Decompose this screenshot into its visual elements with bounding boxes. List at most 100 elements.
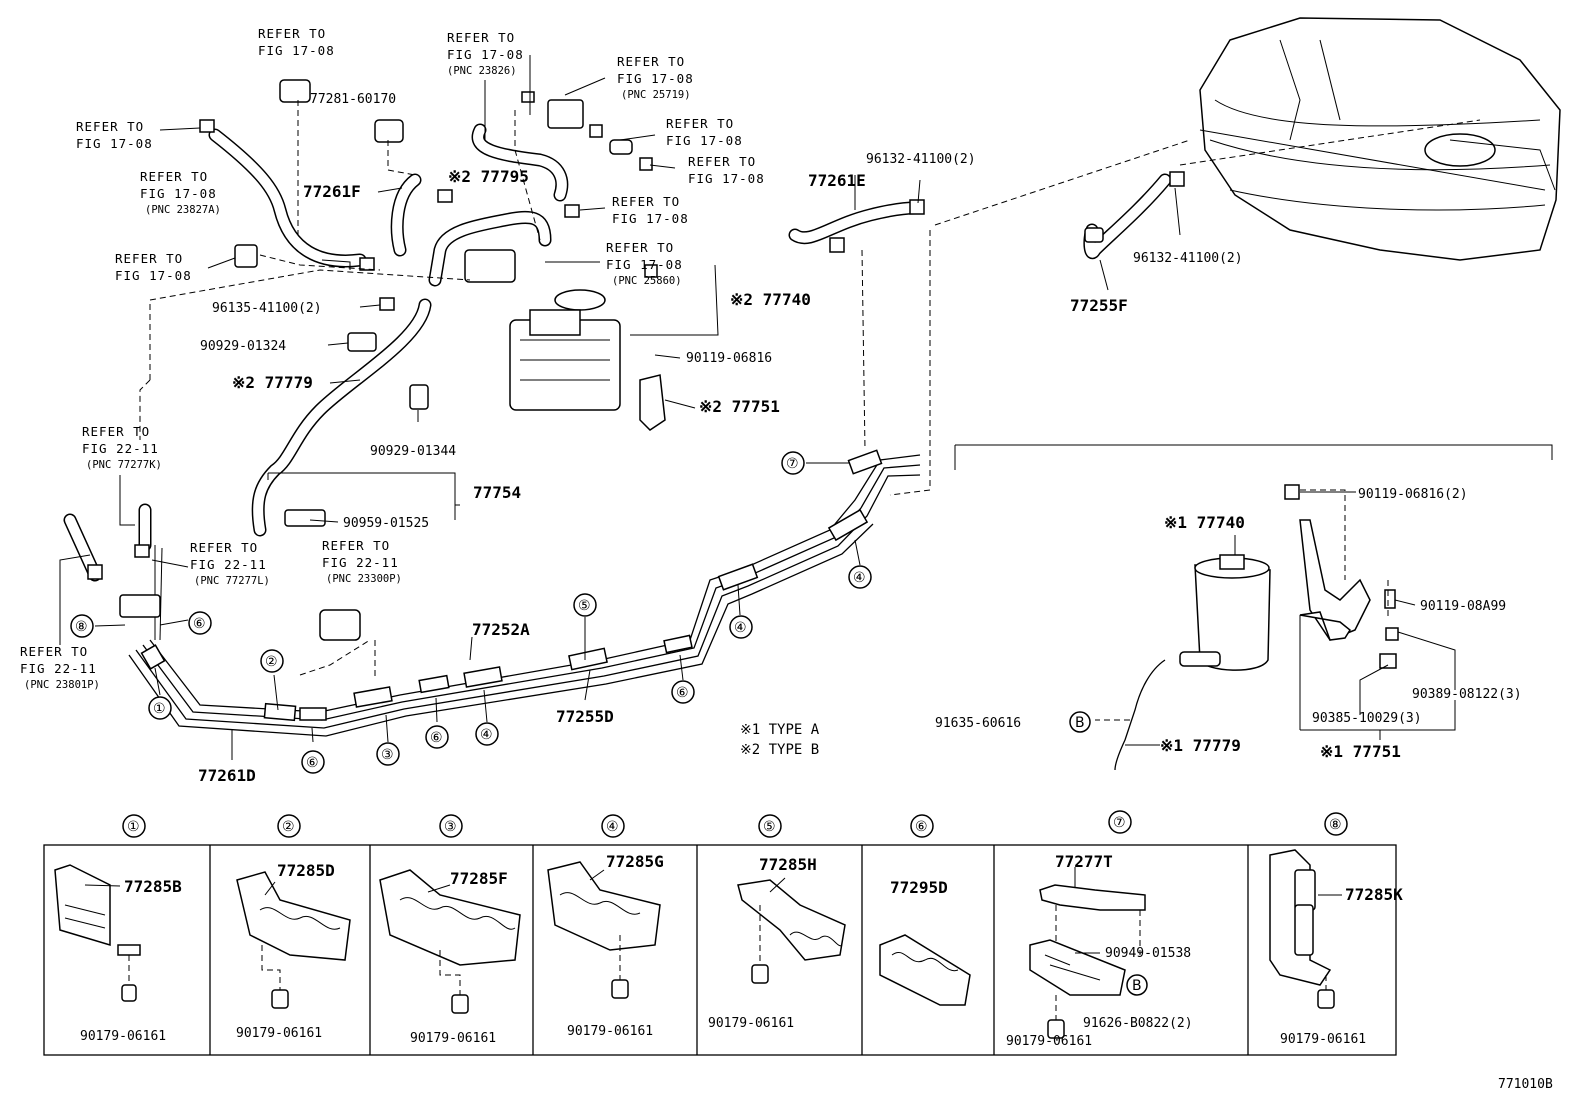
ref-label: (PNC 25860) <box>612 275 682 287</box>
ref-label: REFER TO <box>82 424 150 439</box>
part-number: 90119-06816(2) <box>1358 487 1468 502</box>
callout-8: ⑧ <box>75 619 88 635</box>
fuel-tank <box>1199 17 1561 261</box>
detail-part: 77277T <box>1055 852 1113 871</box>
detail-number: ⑧ <box>1329 817 1342 833</box>
ref-label: FIG 17-08 <box>612 211 689 226</box>
ref-label: REFER TO <box>20 644 88 659</box>
detail-number: ③ <box>444 819 457 835</box>
part-number: 77261E <box>808 171 866 190</box>
canister-type-b <box>509 289 621 411</box>
left-hoses <box>63 123 1172 582</box>
detail-part: 77285D <box>277 861 335 880</box>
part-number: ※2 77751 <box>699 397 780 416</box>
detail-bolt: 90179-06161 <box>567 1024 653 1039</box>
ref-label: REFER TO <box>258 26 326 41</box>
ref-label: (PNC 23300P) <box>326 573 402 585</box>
ref-label: FIG 17-08 <box>115 268 192 283</box>
detail-part: 77285B <box>124 877 182 896</box>
ref-label: REFER TO <box>115 251 183 266</box>
part-number: 90119-06816 <box>686 351 772 366</box>
ref-label: REFER TO <box>666 116 734 131</box>
detail-part: 77285G <box>606 852 664 871</box>
callout-6: ⑥ <box>193 616 206 632</box>
callout-4: ④ <box>734 620 747 636</box>
ref-label: FIG 17-08 <box>76 136 153 151</box>
small-parts <box>87 79 1185 641</box>
callout-6: ⑥ <box>430 730 443 746</box>
part-number: 96132-41100(2) <box>1133 251 1243 266</box>
ref-label: FIG 22-11 <box>190 557 267 572</box>
part-number: 96135-41100(2) <box>212 301 322 316</box>
detail-number: ① <box>127 819 140 835</box>
ref-label: FIG 17-08 <box>666 133 743 148</box>
ref-label: REFER TO <box>612 194 680 209</box>
callout-4: ④ <box>853 570 866 586</box>
detail-part: 77285H <box>759 855 817 874</box>
callout-5: ⑤ <box>578 598 591 614</box>
ref-label: (PNC 25719) <box>621 89 691 101</box>
detail-number: ⑤ <box>763 819 776 835</box>
part-number: 90959-01525 <box>343 516 429 531</box>
ref-label: (PNC 77277L) <box>194 575 270 587</box>
ref-label: REFER TO <box>447 30 515 45</box>
detail-bolt: 90179-06161 <box>236 1026 322 1041</box>
callout-b: B <box>1075 715 1085 731</box>
callout-6: ⑥ <box>306 755 319 771</box>
ref-label: (PNC 23826) <box>447 65 517 77</box>
detail-number: ② <box>282 819 295 835</box>
detail-extra: 91626-B0822(2) <box>1083 1016 1193 1031</box>
ref-label: REFER TO <box>190 540 258 555</box>
detail-part: 77285F <box>450 869 508 888</box>
ref-label: FIG 22-11 <box>322 555 399 570</box>
dashed-leaders <box>139 100 1481 721</box>
part-number: ※2 77795 <box>448 167 529 186</box>
detail-number: ⑦ <box>1113 815 1126 831</box>
detail-bolt: 90179-06161 <box>1280 1032 1366 1047</box>
ref-label: FIG 22-11 <box>82 441 159 456</box>
detail-bolt: 90179-06161 <box>80 1029 166 1044</box>
callout-3: ③ <box>381 747 394 763</box>
ref-label: REFER TO <box>76 119 144 134</box>
callout-1: ① <box>153 701 166 717</box>
ref-label: (PNC 77277K) <box>86 459 162 471</box>
ref-label: REFER TO <box>617 54 685 69</box>
callout-4: ④ <box>480 727 493 743</box>
callout-b: B <box>1132 978 1142 994</box>
ref-label: REFER TO <box>606 240 674 255</box>
detail-part: 77285K <box>1345 885 1403 904</box>
ref-label: (PNC 23827A) <box>145 204 221 216</box>
part-number: 77281-60170 <box>310 92 396 107</box>
part-number: ※1 77751 <box>1320 742 1401 761</box>
ref-label: FIG 17-08 <box>606 257 683 272</box>
ref-label: REFER TO <box>688 154 756 169</box>
part-number: 77255F <box>1070 296 1128 315</box>
part-number: ※2 77779 <box>232 373 313 392</box>
part-number: 77261F <box>303 182 361 201</box>
part-number: ※1 77740 <box>1164 513 1245 532</box>
part-number: 90389-08122(3) <box>1412 687 1522 702</box>
detail-part: 77295D <box>890 878 948 897</box>
reference-labels: REFER TO FIG 17-08 REFER TO FIG 17-08 (P… <box>20 26 764 691</box>
callout-numbers: ① ② ③ ④ ④ ④ ⑤ ⑥ ⑥ ⑥ ⑥ ⑦ ⑧ B <box>70 451 1091 774</box>
part-number: 77754 <box>473 483 521 502</box>
detail-number: ④ <box>606 819 619 835</box>
legend-type-a: ※1 TYPE A <box>740 722 820 738</box>
legend-type-b: ※2 TYPE B <box>740 742 819 758</box>
ref-label: FIG 17-08 <box>258 43 335 58</box>
ref-label: (PNC 23801P) <box>24 679 100 691</box>
part-number: 77261D <box>198 766 256 785</box>
part-number: 90119-08A99 <box>1420 599 1506 614</box>
detail-bolt: 90179-06161 <box>410 1031 496 1046</box>
detail-panel: ① ② ③ ④ ⑤ ⑥ ⑦ ⑧ 77285B 90179-06161 77285… <box>43 810 1403 1056</box>
detail-extra: 90949-01538 <box>1105 946 1191 961</box>
part-number: 91635-60616 <box>935 716 1021 731</box>
callout-7: ⑦ <box>786 456 799 472</box>
part-number: 96132-41100(2) <box>866 152 976 167</box>
ref-label: REFER TO <box>140 169 208 184</box>
tube-bundle <box>128 454 921 737</box>
callout-2: ② <box>265 654 278 670</box>
ref-label: FIG 17-08 <box>447 47 524 62</box>
detail-bolt: 90179-06161 <box>1006 1034 1092 1049</box>
